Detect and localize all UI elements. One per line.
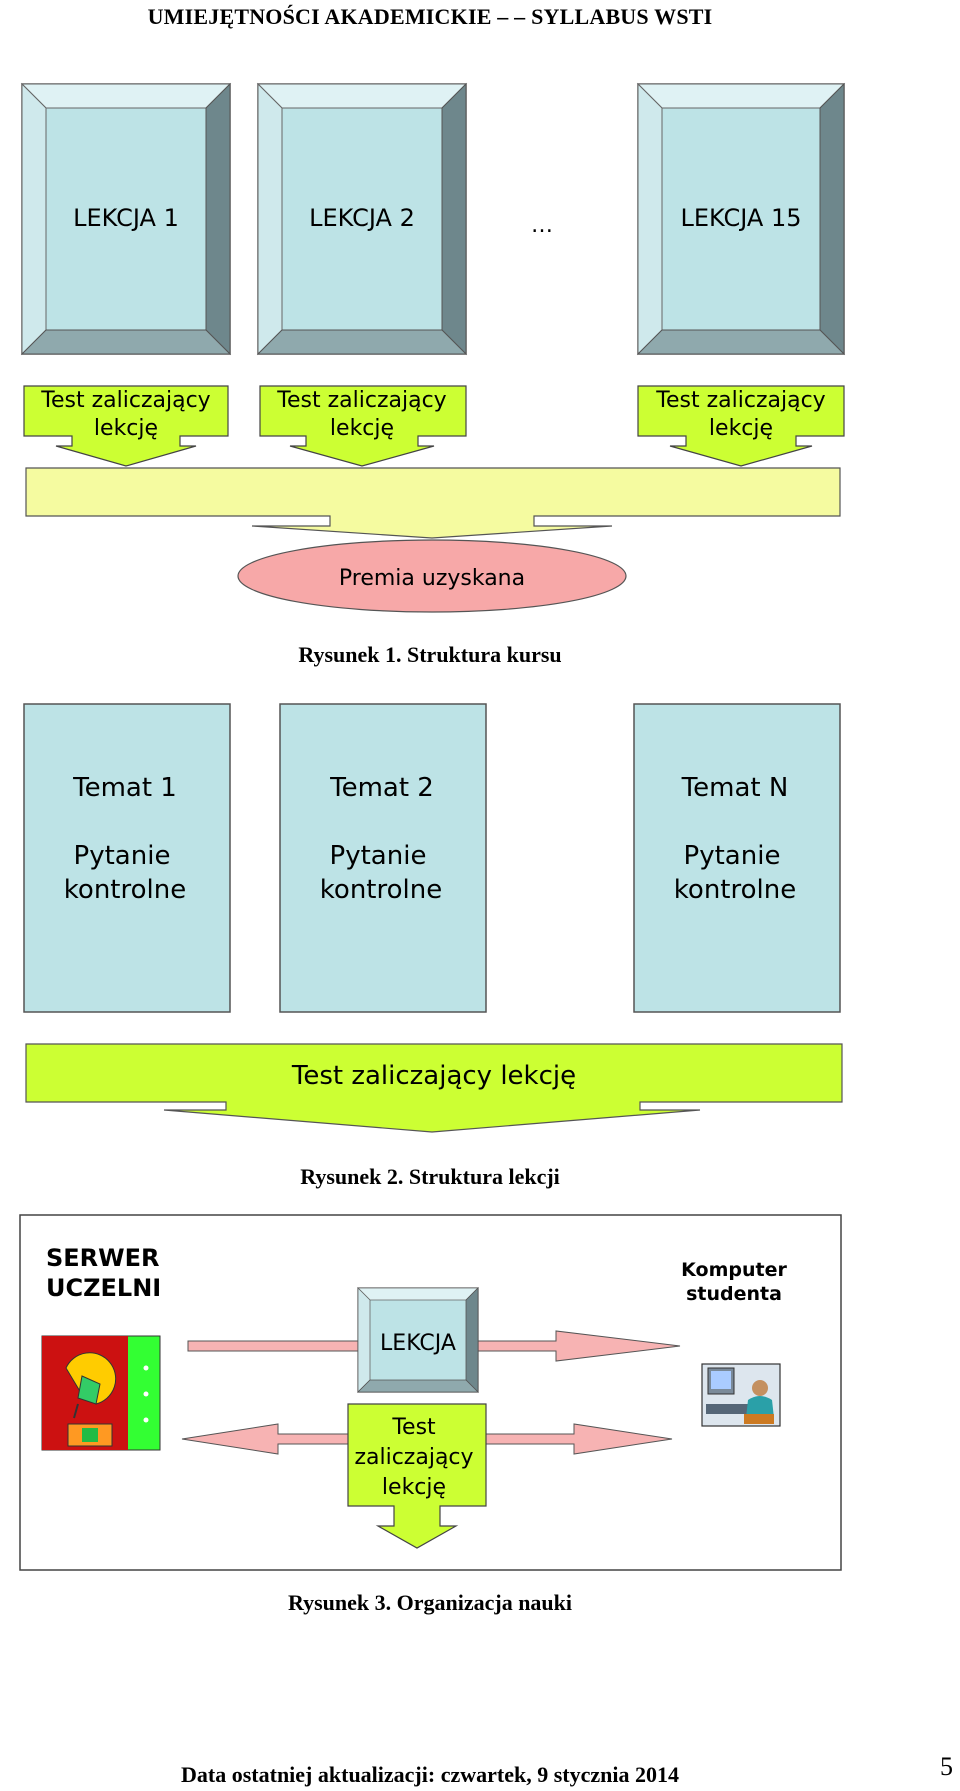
ellipsis: … — [531, 213, 553, 238]
page-number: 5 — [940, 1752, 953, 1781]
lesson-tile-2: LEKCJA 2 — [256, 82, 468, 356]
server-label: SERWER — [46, 1244, 160, 1272]
test-label: lekcję — [709, 416, 773, 441]
topic-box-n: Temat N Pytanie kontrolne — [633, 703, 841, 1013]
test-label: lekcję — [382, 1475, 446, 1500]
lesson-test-15: Test zaliczający lekcję — [637, 385, 845, 467]
topic-title: Temat 1 — [72, 773, 177, 803]
topic-question: kontrolne — [320, 875, 442, 905]
topic-question: Pytanie — [330, 841, 427, 871]
test-label: Test — [391, 1415, 436, 1440]
figure-3-caption: Rysunek 3. Organizacja nauki — [287, 1590, 573, 1615]
topic-question: Pytanie — [684, 841, 781, 871]
topic-question: Pytanie — [74, 841, 171, 871]
student-label: studenta — [686, 1283, 782, 1305]
figure-1-caption: Rysunek 1. Struktura kursu — [298, 642, 562, 667]
student-label: Komputer — [681, 1259, 787, 1281]
test-label: Test zaliczający — [655, 388, 825, 413]
lesson-label: LEKCJA 2 — [309, 204, 415, 232]
lesson-box: LEKCJA — [357, 1287, 479, 1393]
course-structure-diagram: LEKCJA 1 LEKCJA 2 … LEKCJA 15 Test zalic… — [20, 82, 846, 613]
learning-organization-diagram: SERWER UCZELNI Komputer studenta LEKCJA — [19, 1214, 842, 1571]
bonus-ellipse — [237, 539, 627, 613]
topic-question: kontrolne — [674, 875, 796, 905]
test-banner-label: Test zaliczający lekcję — [291, 1061, 576, 1091]
topic-title: Temat 2 — [329, 773, 434, 803]
page-footer: Data ostatniej aktualizacji: czwartek, 9… — [181, 1762, 679, 1787]
test-label: Test zaliczający — [276, 388, 446, 413]
lesson-tile-15: LEKCJA 15 — [636, 82, 846, 356]
lesson-test-1: Test zaliczający lekcję — [23, 385, 229, 467]
test-label: lekcję — [330, 416, 394, 441]
server-icon — [41, 1335, 161, 1451]
lesson-tile-1: LEKCJA 1 — [20, 82, 232, 356]
student-computer-icon — [701, 1363, 781, 1427]
test-label: zaliczający — [354, 1445, 473, 1470]
lesson-label: LEKCJA — [380, 1331, 456, 1356]
figure-2-caption: Rysunek 2. Struktura lekcji — [300, 1164, 560, 1189]
summary-bar-arrow — [25, 467, 841, 539]
topic-title: Temat N — [681, 773, 789, 803]
server-label: UCZELNI — [46, 1274, 161, 1302]
test-label: lekcję — [94, 416, 158, 441]
lesson-test-banner — [25, 1043, 843, 1133]
page-header: UMIEJĘTNOŚCI AKADEMICKIE – – SYLLABUS WS… — [147, 4, 713, 29]
lesson-test-box — [347, 1403, 487, 1549]
lesson-structure-diagram: Temat 1 Pytanie kontrolne Temat 2 Pytani… — [23, 703, 843, 1133]
bonus-label: Premia uzyskana — [339, 566, 525, 591]
test-label: Test zaliczający — [40, 388, 210, 413]
topic-box-2: Temat 2 Pytanie kontrolne — [279, 703, 487, 1013]
lesson-label: LEKCJA 1 — [73, 204, 179, 232]
topic-question: kontrolne — [64, 875, 186, 905]
lesson-label: LEKCJA 15 — [681, 204, 802, 232]
topic-box-1: Temat 1 Pytanie kontrolne — [23, 703, 231, 1013]
lesson-test-2: Test zaliczający lekcję — [259, 385, 467, 467]
